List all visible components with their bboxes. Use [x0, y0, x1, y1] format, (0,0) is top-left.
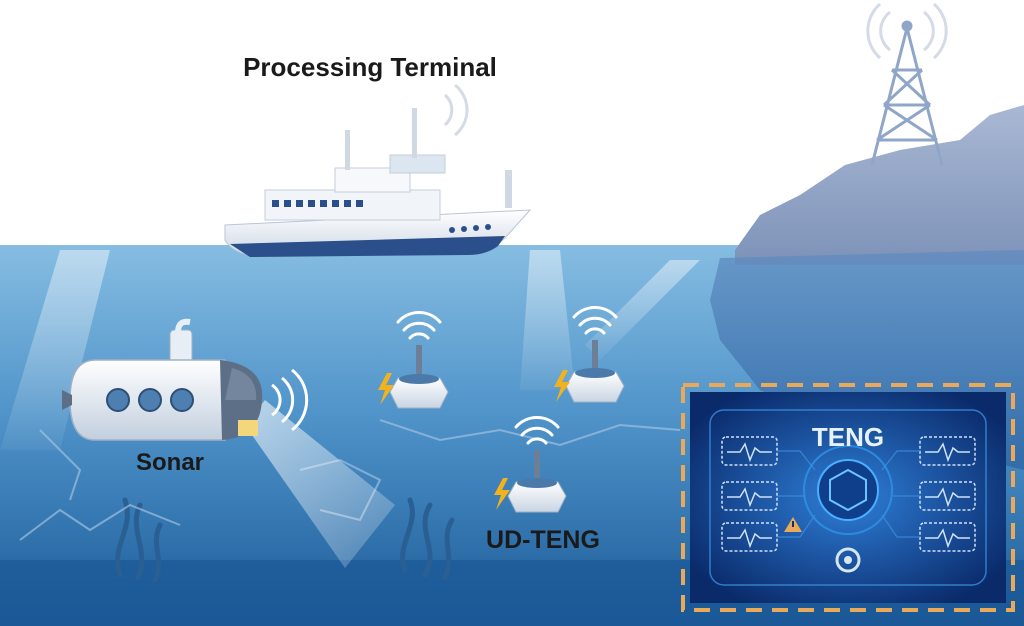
- seaweed: [115, 497, 455, 583]
- wireless-signal-icon: [396, 306, 618, 445]
- sonar-beam: [245, 400, 395, 568]
- panel-connector-lines: [777, 450, 920, 538]
- buoy-sensor-icon: [389, 345, 449, 409]
- ship-icon: [224, 108, 532, 257]
- lightning-icon: [378, 370, 570, 510]
- sonar-label: Sonar: [136, 449, 204, 476]
- light-beam: [0, 250, 110, 450]
- buoy-sensor-icon: [507, 450, 567, 513]
- cliff: [735, 105, 1024, 265]
- processing-terminal-label: Processing Terminal: [243, 52, 497, 82]
- teng-panel-title: TENG: [812, 422, 884, 452]
- wireless-signal-icon: [271, 368, 309, 432]
- light-beam: [520, 250, 575, 390]
- light-beam: [585, 260, 700, 360]
- radio-tower-icon: [870, 20, 944, 166]
- warning-icon: [784, 517, 802, 532]
- waveform-icon: [721, 436, 778, 552]
- teng-panel: TENG: [681, 383, 1015, 612]
- ud-teng-label: UD-TENG: [486, 526, 600, 554]
- wireless-signal-icon: [443, 83, 469, 137]
- submarine-icon: [62, 318, 263, 441]
- gear-icon: [835, 547, 861, 573]
